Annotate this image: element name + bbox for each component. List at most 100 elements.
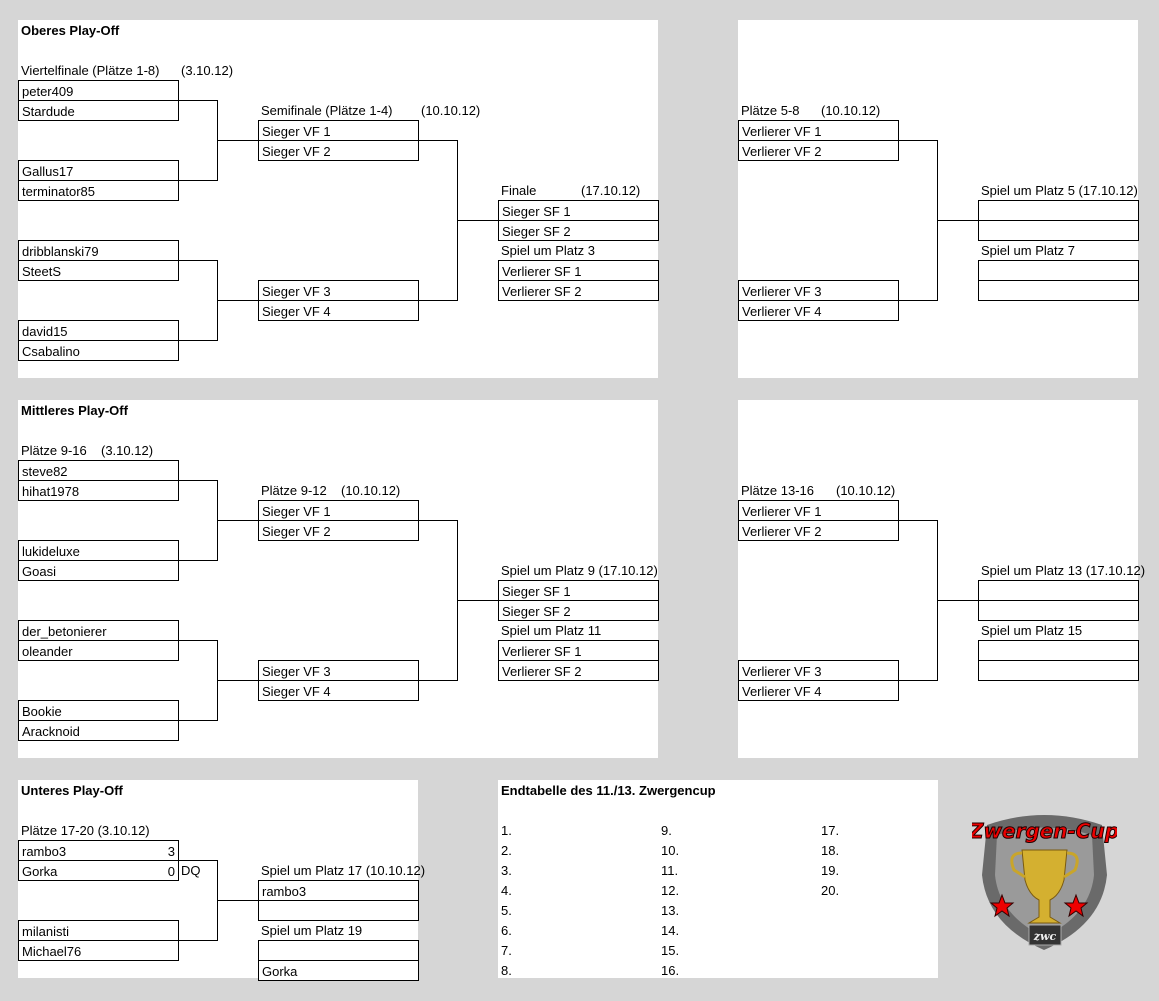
player-cell[interactable]: Verlierer VF 2 [742, 144, 822, 159]
player-cell[interactable]: Verlierer VF 3 [739, 661, 898, 681]
player-cell[interactable]: Bookie [19, 701, 178, 721]
player-cell[interactable] [979, 581, 1138, 601]
round-label: Finale [501, 183, 537, 198]
player-cell[interactable]: der_betonierer [19, 621, 178, 641]
player-cell[interactable]: Verlierer VF 1 [739, 501, 898, 521]
rank-slot: 8. [501, 963, 512, 978]
rank-slot: 17. [821, 823, 840, 838]
bracket-connector [178, 860, 218, 941]
round-date: (10.10.12) [421, 103, 481, 118]
player-cell[interactable]: Verlierer SF 1 [499, 641, 658, 661]
player-cell[interactable]: rambo3 [259, 881, 418, 901]
final-table-title: Endtabelle des 11./13. Zwergencup [501, 783, 716, 798]
round-label: Plätze 17-20 (3.10.12) [21, 823, 150, 838]
player-cell[interactable]: SteetS [22, 264, 62, 279]
player-cell[interactable] [979, 601, 1138, 620]
player-cell[interactable]: Gorka [262, 964, 298, 979]
player-cell[interactable]: dribblanski79 [19, 241, 178, 261]
bracket-connector [898, 520, 938, 681]
match-box: Verlierer VF 1 Verlierer VF 2 [738, 120, 899, 161]
rank-slot: 2. [501, 843, 512, 858]
player-cell[interactable] [979, 261, 1138, 281]
player-cell[interactable] [259, 941, 418, 961]
match-box: Sieger SF 1 Sieger SF 2 [498, 580, 659, 621]
round-label: Spiel um Platz 15 [981, 623, 1083, 638]
player-cell[interactable]: Verlierer SF 2 [502, 664, 582, 679]
bracket-connector [178, 260, 218, 341]
player-cell[interactable] [259, 901, 418, 920]
round-date: (10.10.12) [821, 103, 881, 118]
player-cell[interactable]: Sieger VF 4 [262, 684, 331, 699]
match-box: Verlierer SF 1 Verlierer SF 2 [498, 260, 659, 301]
rank-slot: 6. [501, 923, 512, 938]
player-cell[interactable] [979, 221, 1138, 240]
bracket-connector [418, 520, 458, 681]
player-cell[interactable]: Goasi [22, 564, 56, 579]
player-cell[interactable]: Sieger SF 2 [502, 604, 571, 619]
player-cell[interactable]: Verlierer SF 2 [502, 284, 582, 299]
player-cell[interactable]: milanisti [19, 921, 178, 941]
rank-slot: 19. [821, 863, 840, 878]
bracket-line [458, 220, 498, 221]
rank-slot: 13. [661, 903, 680, 918]
bracket-line [218, 520, 258, 521]
rank-slot: 4. [501, 883, 512, 898]
player-cell[interactable]: peter409 [19, 81, 178, 101]
rank-slot: 5. [501, 903, 512, 918]
match-box: Verlierer VF 1 Verlierer VF 2 [738, 500, 899, 541]
rank-slot: 16. [661, 963, 680, 978]
player-cell[interactable]: Verlierer VF 2 [742, 524, 822, 539]
player-cell[interactable]: Sieger VF 1 [259, 501, 418, 521]
match-box: Sieger VF 1 Sieger VF 2 [258, 500, 419, 541]
player-cell[interactable]: Stardude [22, 104, 75, 119]
player-cell[interactable]: Sieger SF 2 [502, 224, 571, 239]
player-cell[interactable]: hihat1978 [22, 484, 80, 499]
match-box: Verlierer VF 3 Verlierer VF 4 [738, 280, 899, 321]
player-cell[interactable]: Sieger VF 2 [262, 524, 331, 539]
player-cell[interactable]: Verlierer VF 4 [742, 684, 822, 699]
round-label: Plätze 13-16 [741, 483, 814, 498]
player-cell[interactable] [979, 201, 1138, 221]
player-cell[interactable]: Csabalino [22, 344, 80, 359]
player-cell[interactable] [979, 661, 1138, 680]
player-cell[interactable]: oleander [22, 644, 73, 659]
player-cell[interactable]: Sieger VF 1 [259, 121, 418, 141]
player-cell[interactable]: Gallus17 [19, 161, 178, 181]
player-cell[interactable]: Sieger VF 3 [259, 661, 418, 681]
player-cell[interactable] [979, 281, 1138, 300]
rank-slot: 1. [501, 823, 512, 838]
player-cell[interactable]: Verlierer VF 1 [739, 121, 898, 141]
match-box: Sieger VF 3 Sieger VF 4 [258, 280, 419, 321]
rank-slot: 18. [821, 843, 840, 858]
bracket-connector [178, 100, 218, 181]
bracket-connector [178, 480, 218, 561]
player-cell[interactable] [979, 641, 1138, 661]
player-cell[interactable]: terminator85 [22, 184, 95, 199]
section-title: Unteres Play-Off [21, 783, 123, 798]
player-cell[interactable]: Sieger VF 2 [262, 144, 331, 159]
match-box [978, 260, 1139, 301]
round-label: Spiel um Platz 7 [981, 243, 1075, 258]
player-cell[interactable]: lukideluxe [19, 541, 178, 561]
round-label: Semifinale (Plätze 1-4) [261, 103, 393, 118]
player-cell[interactable]: Verlierer SF 1 [499, 261, 658, 281]
player-cell[interactable]: Sieger SF 1 [499, 201, 658, 221]
round-label: Spiel um Platz 3 [501, 243, 595, 258]
player-cell[interactable]: Michael76 [22, 944, 82, 959]
player-cell[interactable]: Sieger VF 4 [262, 304, 331, 319]
match-box [978, 200, 1139, 241]
player-cell[interactable]: Sieger VF 3 [259, 281, 418, 301]
player-cell[interactable]: steve82 [19, 461, 178, 481]
player-cell[interactable]: david15 [19, 321, 178, 341]
player-cell[interactable]: Sieger SF 1 [499, 581, 658, 601]
bracket-connector [418, 140, 458, 301]
player-cell[interactable]: Verlierer VF 3 [739, 281, 898, 301]
player-cell[interactable]: Aracknoid [22, 724, 80, 739]
player-cell[interactable]: Verlierer VF 4 [742, 304, 822, 319]
bracket-line [938, 220, 978, 221]
